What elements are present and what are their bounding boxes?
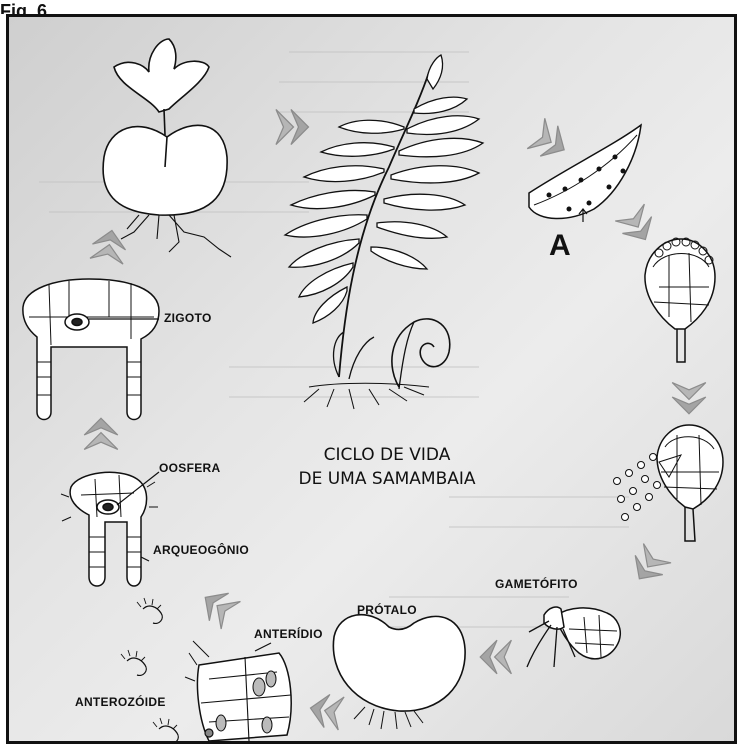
antherozoid-2 [153, 718, 178, 741]
label-a: A [549, 229, 571, 263]
sporangium-releasing-spores [614, 425, 724, 541]
arrow-sporangium-down [672, 383, 706, 414]
arrow-antheridium-to-archegonium [196, 584, 241, 629]
title-line-2: DE UMA SAMAMBAIA [277, 467, 497, 491]
arrow-leaf-to-sporangium [615, 204, 660, 248]
pointer-anteridio [255, 643, 271, 651]
antheridium [185, 641, 291, 741]
arrow-gametophyte-to-prothallus [480, 640, 511, 674]
young-sporophyte [103, 39, 231, 257]
label-anterozoide: ANTEROZÓIDE [75, 695, 166, 709]
title-line-1: CICLO DE VIDA [277, 443, 497, 467]
antherozoid-3 [137, 598, 162, 623]
label-protalo: PRÓTALO [357, 603, 417, 617]
arrow-prothallus-to-antheridium [308, 692, 345, 731]
archegonium [61, 472, 158, 586]
zygote-archegonium [23, 279, 159, 420]
arrow-sporophyte-to-leaf [527, 118, 573, 165]
arrow-zygote-up [90, 228, 129, 265]
label-arqueogonio: ARQUEOGÔNIO [153, 543, 249, 557]
label-zigoto: ZIGOTO [164, 311, 212, 325]
label-gametofito: GAMETÓFITO [495, 577, 578, 591]
diagram-title: CICLO DE VIDA DE UMA SAMAMBAIA [277, 443, 497, 491]
diagram-drawing [9, 17, 734, 741]
gametophyte [527, 607, 620, 667]
adult-fern [285, 55, 483, 409]
arrow-archegonium-up [84, 418, 118, 449]
arrow-spores-to-gametophyte [626, 544, 671, 589]
antherozoid-1 [121, 650, 146, 675]
pointer-arqueogonio [141, 557, 149, 561]
fern-roots [304, 383, 429, 409]
sporangium [645, 238, 715, 362]
label-anteridio: ANTERÍDIO [254, 627, 323, 641]
label-oosfera: OOSFERA [159, 461, 220, 475]
figure-label: Fig. 6 [0, 0, 47, 14]
arrow-young-sporophyte-to-fern [276, 110, 309, 145]
prothallus [333, 615, 465, 729]
life-cycle-diagram: A ZIGOTO OOSFERA ARQUEOGÔNIO GAMETÓFITO … [6, 14, 737, 744]
